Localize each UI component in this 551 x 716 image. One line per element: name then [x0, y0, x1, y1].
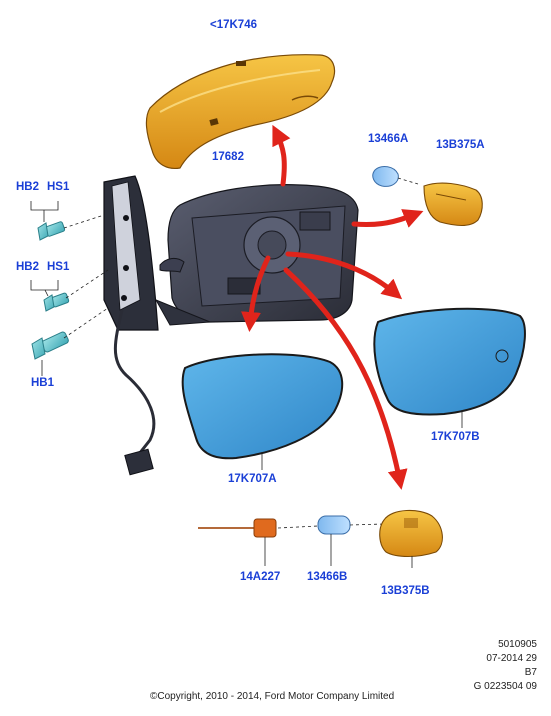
arrow-to-lamp-lower: [283, 267, 408, 490]
mirror-glass-right: [373, 307, 526, 428]
bulb-upper: [372, 166, 419, 187]
label-housing: 17682: [212, 151, 244, 163]
label-bulb-upper: 13466A: [368, 133, 409, 145]
label-lamp-upper: 13B375A: [436, 139, 485, 151]
info-line-1: 5010905: [498, 639, 537, 650]
label-hb2-top: HB2: [16, 181, 40, 193]
mounting-bracket: [103, 175, 159, 476]
screw-upper: [37, 221, 66, 241]
label-hs1-mid: HS1: [47, 261, 70, 273]
info-line-4: G 0223504 09: [473, 681, 537, 692]
arrow-to-glass-right: [285, 251, 403, 300]
bulb-lower: [317, 515, 385, 566]
arrow-to-lamp-upper: [351, 209, 424, 228]
wire-connector: [198, 518, 319, 566]
label-hs1-top: HS1: [47, 181, 70, 193]
lamp-lower: [379, 509, 443, 568]
assembly-arrows: [241, 124, 424, 490]
screw-middle: [43, 292, 70, 312]
screw-lower: [31, 331, 69, 360]
label-hb2-mid: HB2: [16, 261, 40, 273]
info-line-2: 07-2014 29: [486, 653, 537, 664]
label-glass-right: 17K707B: [431, 431, 480, 443]
label-lamp-lower: 13B375B: [381, 585, 430, 597]
label-glass-left: 17K707A: [228, 473, 277, 485]
arrow-to-cover: [272, 124, 291, 187]
label-cover: <17K746: [210, 19, 257, 31]
lamp-upper: [423, 182, 483, 227]
arrow-to-glass-left: [241, 255, 271, 332]
info-line-3: B7: [524, 667, 537, 678]
mirror-housing: [154, 184, 359, 326]
label-hb1: HB1: [31, 377, 55, 389]
label-wire-part: 14A227: [240, 571, 281, 583]
copyright-text: ©Copyright, 2010 - 2014, Ford Motor Comp…: [150, 691, 395, 702]
mirror-glass-left: [181, 353, 344, 470]
label-bulb-lower: 13466B: [307, 571, 348, 583]
mirror-cover: [145, 54, 336, 170]
screw-leaders: [30, 201, 109, 376]
